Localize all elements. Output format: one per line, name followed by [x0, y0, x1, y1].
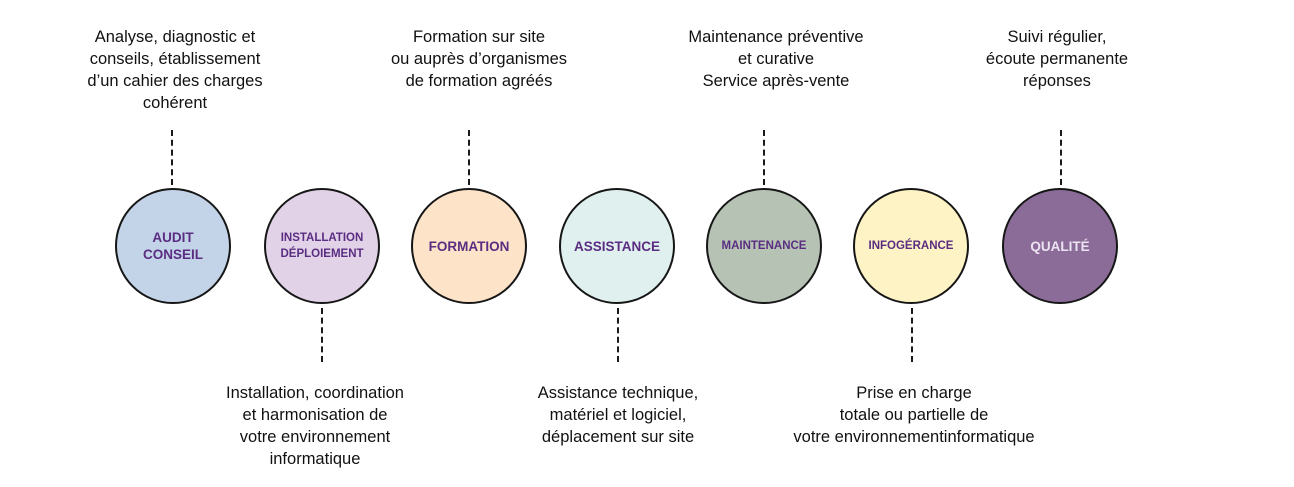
connector-infogerance	[911, 308, 913, 362]
stage-description-maintenance: Maintenance préventive et curative Servi…	[688, 28, 864, 90]
stage-label-infogerance: INFOGÉRANCE	[868, 240, 954, 252]
stage-description-formation: Formation sur site ou auprès d’organisme…	[390, 28, 568, 90]
connector-assistance	[617, 308, 619, 362]
stage-circle-installation: INSTALLATION DÉPLOIEMENT	[264, 188, 380, 304]
connector-maintenance	[763, 130, 765, 185]
stage-label-qualite: QUALITÉ	[1030, 238, 1090, 254]
stage-circle-maintenance: MAINTENANCE	[706, 188, 822, 304]
stage-description-audit: Analyse, diagnostic et conseils, établis…	[87, 28, 263, 112]
stage-circle-infogerance: INFOGÉRANCE	[853, 188, 969, 304]
connector-audit	[171, 130, 173, 185]
stage-label-assistance: ASSISTANCE	[573, 238, 660, 254]
stage-label-audit: AUDIT CONSEIL	[142, 230, 203, 262]
stage-circle-qualite: QUALITÉ	[1002, 188, 1118, 304]
stage-description-qualite: Suivi régulier, écoute permanente répons…	[985, 28, 1129, 90]
connector-installation	[321, 308, 323, 362]
connector-qualite	[1060, 130, 1062, 185]
stage-description-assistance: Assistance technique, matériel et logici…	[537, 384, 699, 446]
stage-label-installation: INSTALLATION DÉPLOIEMENT	[280, 232, 364, 260]
stage-label-maintenance: MAINTENANCE	[721, 240, 807, 252]
stage-circle-audit: AUDIT CONSEIL	[115, 188, 231, 304]
stage-circle-formation: FORMATION	[411, 188, 527, 304]
stage-label-formation: FORMATION	[428, 238, 510, 254]
stage-circle-assistance: ASSISTANCE	[559, 188, 675, 304]
stage-description-installation: Installation, coordination et harmonisat…	[226, 384, 404, 468]
stage-description-infogerance: Prise en charge totale ou partielle de v…	[793, 384, 1035, 446]
connector-formation	[468, 130, 470, 185]
